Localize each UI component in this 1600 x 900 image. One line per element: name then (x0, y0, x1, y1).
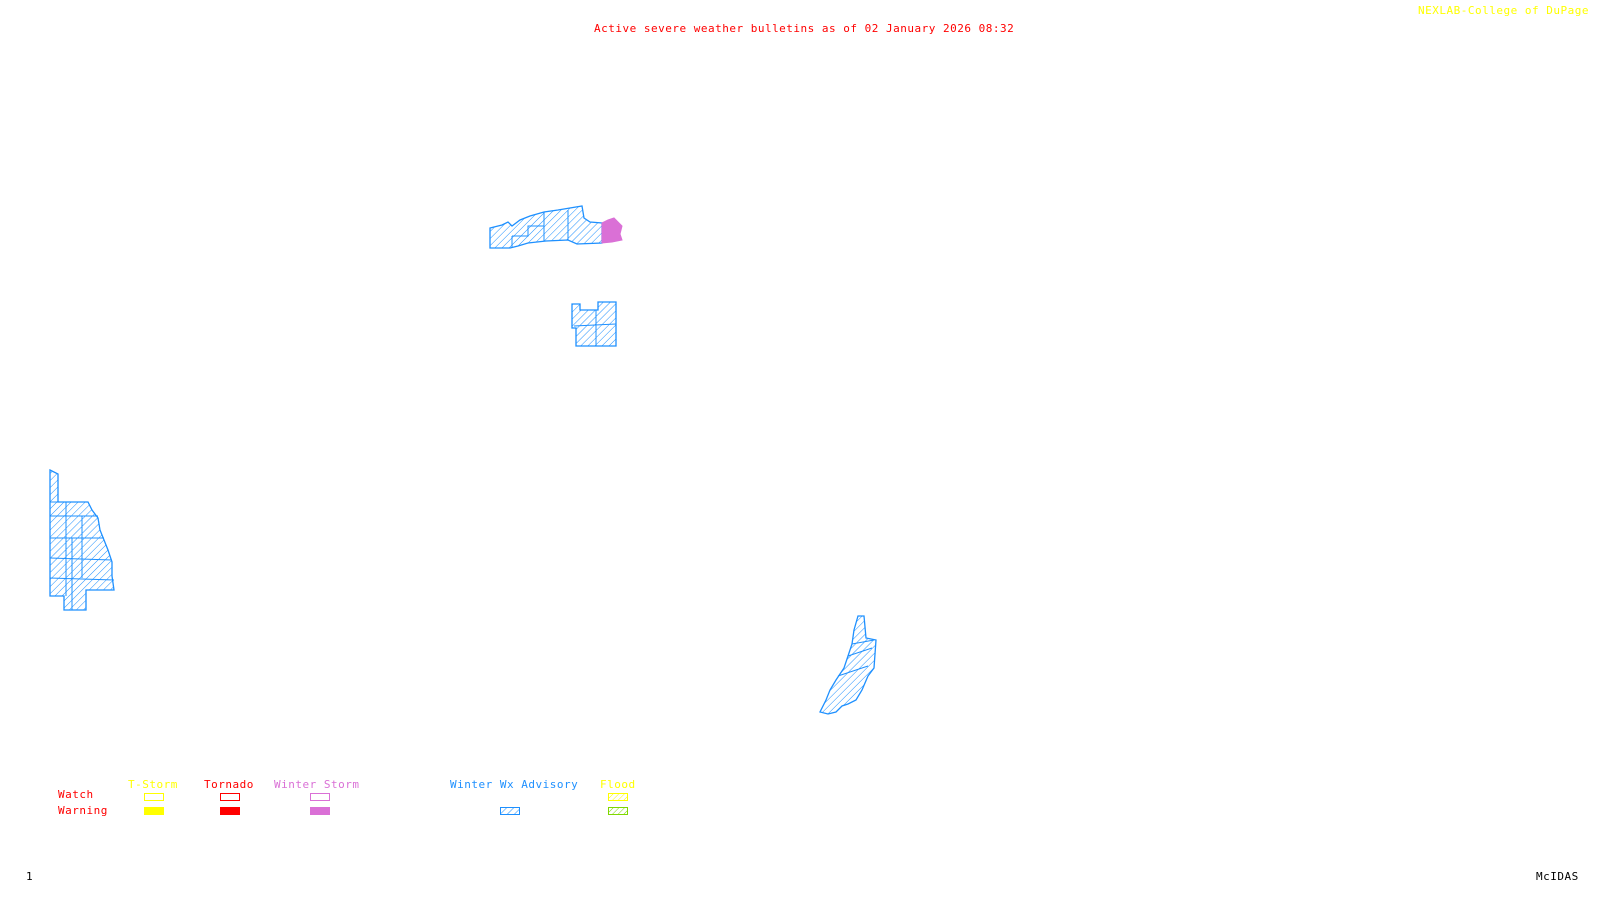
county-lines (573, 310, 617, 346)
legend-tornado-warning-swatch (220, 807, 240, 815)
legend-tstorm-label: T-Storm (128, 778, 178, 791)
legend-tornado-label: Tornado (204, 778, 254, 791)
area-northern-strip (489, 205, 603, 249)
advisory-polygon (489, 205, 603, 249)
legend-flood-warning-swatch (608, 807, 628, 815)
legend-flood-label: Flood (600, 778, 636, 791)
advisory-polygon (571, 301, 617, 347)
legend-winter-storm-warning-swatch (310, 807, 330, 815)
credit-label: NEXLAB-College of DuPage (1418, 4, 1589, 17)
county-lines (49, 501, 115, 610)
winter-storm-warning-area (601, 217, 623, 244)
county-lines (837, 639, 875, 677)
area-southeast-ridge (819, 615, 877, 715)
legend-winter-storm-label: Winter Storm (274, 778, 360, 791)
legend-tstorm-watch-swatch (144, 793, 164, 801)
frame-number: 1 (26, 870, 34, 883)
legend-tstorm-warning-swatch (144, 807, 164, 815)
legend-winter-wx-advisory-label: Winter Wx Advisory (450, 778, 579, 791)
advisory-polygon (819, 615, 877, 715)
software-label: McIDAS (1536, 870, 1579, 883)
map-title: Active severe weather bulletins as of 02… (594, 22, 1015, 35)
legend-winter-wx-advisory-swatch (500, 807, 520, 815)
county-lines (511, 210, 569, 248)
legend-winter-storm-watch-swatch (310, 793, 330, 801)
area-central-block (571, 301, 617, 347)
legend-flood-watch-swatch (608, 793, 628, 801)
legend-row-warning: Warning (58, 804, 108, 817)
legend-row-watch: Watch (58, 788, 94, 801)
legend-tornado-watch-swatch (220, 793, 240, 801)
area-west-edge (49, 468, 115, 611)
